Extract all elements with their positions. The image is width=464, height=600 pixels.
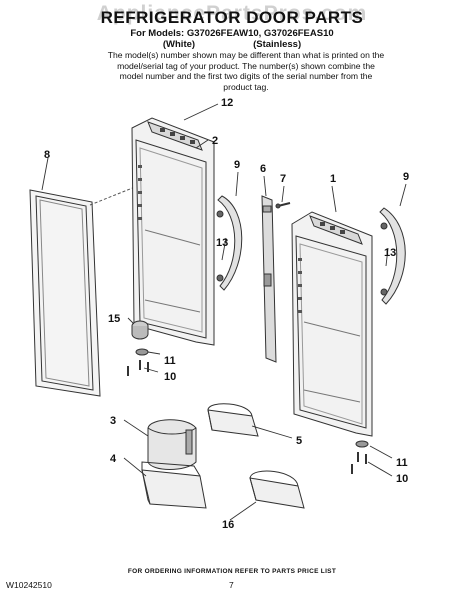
model-list: For Models: G37026FEAW10, G37026FEAS10 (… bbox=[0, 28, 464, 50]
callout-3: 3 bbox=[110, 415, 116, 427]
leader-lines bbox=[41, 103, 407, 521]
white-label: (White) bbox=[162, 39, 196, 50]
right-door-liner bbox=[291, 211, 373, 437]
callout-10-right: 10 bbox=[396, 473, 408, 485]
left-door-handle bbox=[216, 195, 243, 291]
callout-11-right: 11 bbox=[396, 457, 408, 469]
callout-13-right: 13 bbox=[384, 247, 396, 259]
callout-1: 1 bbox=[330, 173, 336, 185]
model-variants: (White) (Stainless) bbox=[0, 39, 464, 50]
left-door-liner bbox=[131, 117, 215, 346]
center-mullion bbox=[261, 195, 277, 363]
callout-11-left: 11 bbox=[164, 355, 176, 367]
callout-4: 4 bbox=[110, 453, 117, 465]
callout-15: 15 bbox=[108, 313, 120, 325]
callout-13-left: 13 bbox=[216, 237, 228, 249]
dairy-door-cover bbox=[147, 419, 197, 470]
page-number: 7 bbox=[229, 580, 234, 590]
callout-9-right: 9 bbox=[403, 171, 409, 183]
right-hinge-hardware bbox=[351, 440, 369, 474]
dairy-bin bbox=[141, 461, 207, 509]
watermark: AppliancePartsPros.com bbox=[96, 2, 368, 25]
callout-12: 12 bbox=[221, 97, 233, 109]
callout-10-left: 10 bbox=[164, 371, 176, 383]
left-hinge-hardware bbox=[127, 348, 149, 376]
models-line: For Models: G37026FEAW10, G37026FEAS10 bbox=[130, 28, 334, 39]
callout-7: 7 bbox=[280, 173, 286, 185]
hinge-cam bbox=[131, 320, 149, 340]
stainless-label: (Stainless) bbox=[253, 39, 302, 50]
page-title: REFRIGERATOR DOOR PARTS bbox=[100, 8, 364, 27]
right-door-handle bbox=[379, 207, 406, 305]
callout-5: 5 bbox=[296, 435, 302, 447]
model-note: The model(s) number shown may be differe… bbox=[107, 50, 385, 92]
mullion-screw bbox=[275, 202, 291, 209]
door-gasket bbox=[29, 189, 101, 397]
callout-16: 16 bbox=[222, 519, 234, 531]
door-bin-upper bbox=[207, 403, 259, 437]
callout-6: 6 bbox=[260, 163, 266, 175]
door-bin-lower bbox=[249, 470, 305, 509]
document-number: W10242510 bbox=[6, 580, 52, 590]
ordering-note: FOR ORDERING INFORMATION REFER TO PARTS … bbox=[127, 568, 337, 575]
callout-2: 2 bbox=[212, 135, 218, 147]
callout-9-left: 9 bbox=[234, 159, 240, 171]
callout-8: 8 bbox=[44, 149, 50, 161]
